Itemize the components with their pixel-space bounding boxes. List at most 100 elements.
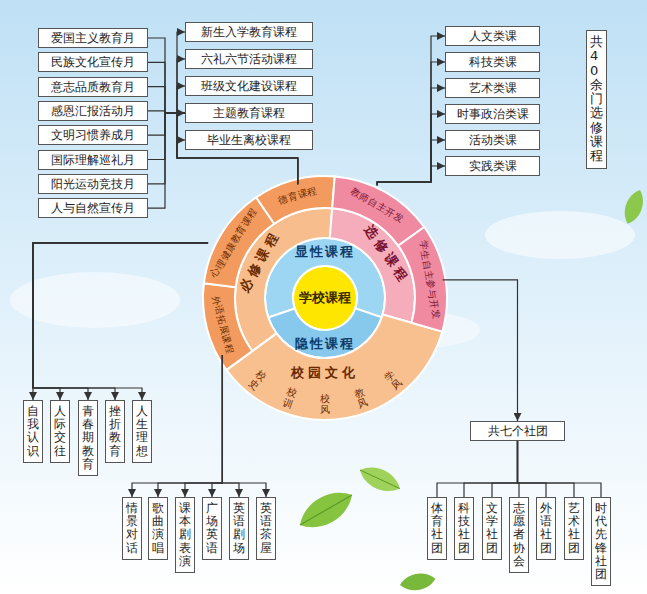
vertical-box: 人际交往 xyxy=(50,400,70,463)
connector xyxy=(132,355,222,497)
label-box: 主题教育课程 xyxy=(185,103,313,123)
connector xyxy=(377,36,445,185)
box-label: 艺术社团 xyxy=(568,502,580,555)
connector xyxy=(377,166,445,185)
box-label: 班级文化建设课程 xyxy=(201,79,297,93)
label-box: 活动类课 xyxy=(445,130,540,150)
box-label: 民族文化宣传月 xyxy=(51,55,135,69)
box-label: 毕业生离校课程 xyxy=(207,133,291,147)
box-label: 人际交往 xyxy=(54,405,66,458)
wheel-segment xyxy=(227,315,443,420)
vertical-label: 校训 xyxy=(281,386,298,410)
ring-label: 必修课程 xyxy=(236,228,282,295)
connector xyxy=(518,441,575,497)
vertical-box: 时代先锋社团 xyxy=(591,497,611,586)
ring-label: 德育课程 xyxy=(277,184,318,205)
box-label: 共七个社团 xyxy=(488,424,548,438)
label-box: 民族文化宣传月 xyxy=(38,52,148,72)
vertical-box: 共40余门选修课程 xyxy=(586,30,607,169)
connector xyxy=(148,62,185,113)
label-box: 班级文化建设课程 xyxy=(185,76,313,96)
connector xyxy=(148,87,185,113)
box-label: 文学社团 xyxy=(486,502,498,555)
label-box: 时事政治类课 xyxy=(445,104,540,124)
box-label: 共40余门选修课程 xyxy=(590,35,603,164)
box-label: 挫折教育 xyxy=(109,405,121,458)
label-box: 实践类课 xyxy=(445,156,540,176)
vertical-box: 情景对话 xyxy=(122,497,142,560)
connector xyxy=(222,355,239,497)
label-box: 感恩汇报活动月 xyxy=(38,101,148,121)
label-box: 毕业生离校课程 xyxy=(185,130,313,150)
box-label: 感恩汇报活动月 xyxy=(51,104,135,118)
ring-segment: 外语拓展课程 xyxy=(209,294,237,355)
vertical-box: 志愿者协会 xyxy=(509,497,529,573)
box-label: 文明习惯养成月 xyxy=(51,128,135,142)
connector xyxy=(464,441,518,497)
label-box: 艺术类课 xyxy=(445,78,540,98)
ring-label: 校园文化 xyxy=(291,365,359,380)
ring-segment: 德育课程 xyxy=(277,184,319,207)
ring-label: 学生自主参与开发 xyxy=(418,239,442,320)
label-box: 意志品质教育月 xyxy=(38,77,148,97)
box-label: 主题教育课程 xyxy=(213,106,285,120)
label-box: 文明习惯养成月 xyxy=(38,125,148,145)
label-box: 科技类课 xyxy=(445,52,540,72)
vertical-label: 学风 xyxy=(382,368,404,391)
ring-label: 学校课程 xyxy=(299,290,351,305)
connector xyxy=(148,113,185,184)
ring-label: 隐性课程 xyxy=(295,336,355,351)
leaf-blade xyxy=(620,187,647,226)
connector xyxy=(212,355,222,497)
box-label: 实践类课 xyxy=(469,159,517,173)
text-holder: 校史 xyxy=(247,368,269,391)
vertical-label: 教风 xyxy=(352,386,369,410)
vertical-box: 外语社团 xyxy=(536,497,556,560)
leaf xyxy=(293,483,358,536)
connector xyxy=(377,140,445,185)
connector xyxy=(185,355,222,497)
vertical-box: 青春期教育 xyxy=(78,400,98,476)
ring-segment: 显性课程 xyxy=(295,243,355,261)
leaf-vein xyxy=(360,470,400,489)
ring-segment: 选修课程 xyxy=(360,222,414,288)
vertical-box: 歌曲演唱 xyxy=(148,497,168,560)
label-box: 新生入学教育课程 xyxy=(185,22,313,42)
connector xyxy=(492,441,518,497)
text-holder: 教风 xyxy=(352,386,369,410)
box-label: 广场英语 xyxy=(206,502,218,555)
connector xyxy=(377,88,445,185)
wheel-segment xyxy=(203,283,252,369)
connector xyxy=(377,114,445,185)
text-holder: 校园文化 xyxy=(291,364,359,382)
vertical-box: 艺术社团 xyxy=(564,497,584,560)
vertical-label: 校风 xyxy=(320,393,330,415)
box-label: 时代先锋社团 xyxy=(595,502,607,581)
text-holder: 校风 xyxy=(320,393,330,415)
leaf-blade xyxy=(293,483,358,536)
connector xyxy=(518,441,602,497)
cloud xyxy=(485,211,635,259)
vertical-box: 英语茶屋 xyxy=(256,497,276,560)
wheel-segment xyxy=(256,176,335,224)
box-label: 体育社团 xyxy=(431,502,443,555)
label-box: 人文类课 xyxy=(445,26,540,46)
course-wheel xyxy=(203,176,447,420)
box-label: 爱国主义教育月 xyxy=(51,31,135,45)
connector xyxy=(33,243,208,400)
box-label: 人与自然宣传月 xyxy=(51,201,135,215)
box-label: 课本剧表演 xyxy=(179,502,191,568)
vertical-box: 科技社团 xyxy=(454,497,474,560)
connector xyxy=(148,113,185,208)
box-label: 科技类课 xyxy=(469,55,517,69)
box-label: 新生入学教育课程 xyxy=(201,25,297,39)
box-label: 歌曲演唱 xyxy=(152,502,164,555)
vertical-box: 文学社团 xyxy=(482,497,502,560)
box-label: 六礼六节活动课程 xyxy=(201,52,297,66)
label-box: 国际理解巡礼月 xyxy=(38,150,148,170)
text-holder: 学风 xyxy=(382,368,404,391)
connector xyxy=(33,243,208,400)
box-label: 时事政治类课 xyxy=(457,107,529,121)
box-label: 阳光运动竞技月 xyxy=(51,177,135,191)
